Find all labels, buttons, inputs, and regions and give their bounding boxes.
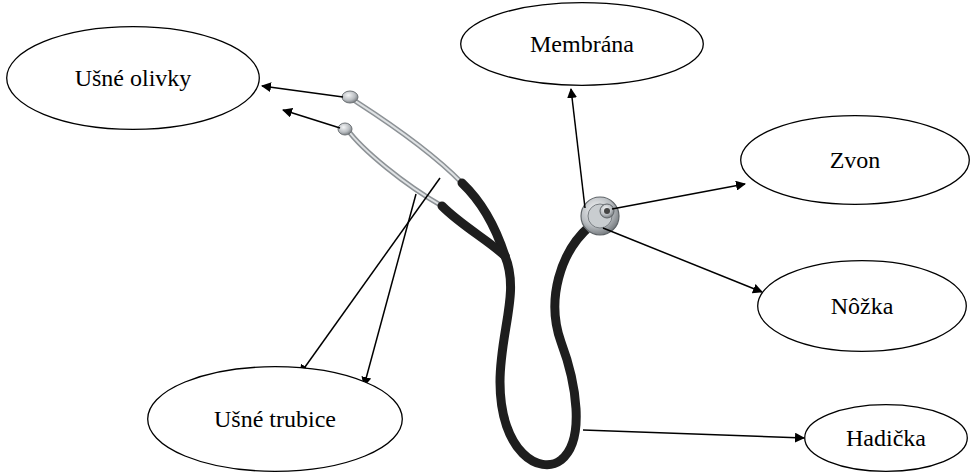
part-name: Zvon [830,147,881,173]
ellipse-shape [461,3,704,86]
label-ellipse: Ušné trubice [147,366,403,472]
part-name: Membrána [530,31,634,57]
part-name: Ušné olivky [75,65,192,91]
ear-tubes-drawing [347,99,462,206]
ellipse-shape [741,116,970,205]
chest-piece-drawing [581,197,619,235]
part-name: Nôžka [831,293,894,319]
part-name: Ušné trubice [214,406,336,432]
part-name: Hadička [846,425,926,451]
label-ellipse: Zvon [740,115,970,205]
ellipse-shape [758,261,967,352]
label-ellipse: Hadička [804,404,968,472]
ellipse-shape [148,367,403,472]
label-ellipse: Ušné olivky [6,26,260,130]
label-ellipse: Nôžka [757,260,967,352]
ear-tips-drawing [338,91,358,135]
tubing-drawing [442,183,590,465]
ellipse-shape [7,27,260,130]
ellipse-shape [805,405,968,472]
label-ellipse: Membrána [460,2,704,86]
